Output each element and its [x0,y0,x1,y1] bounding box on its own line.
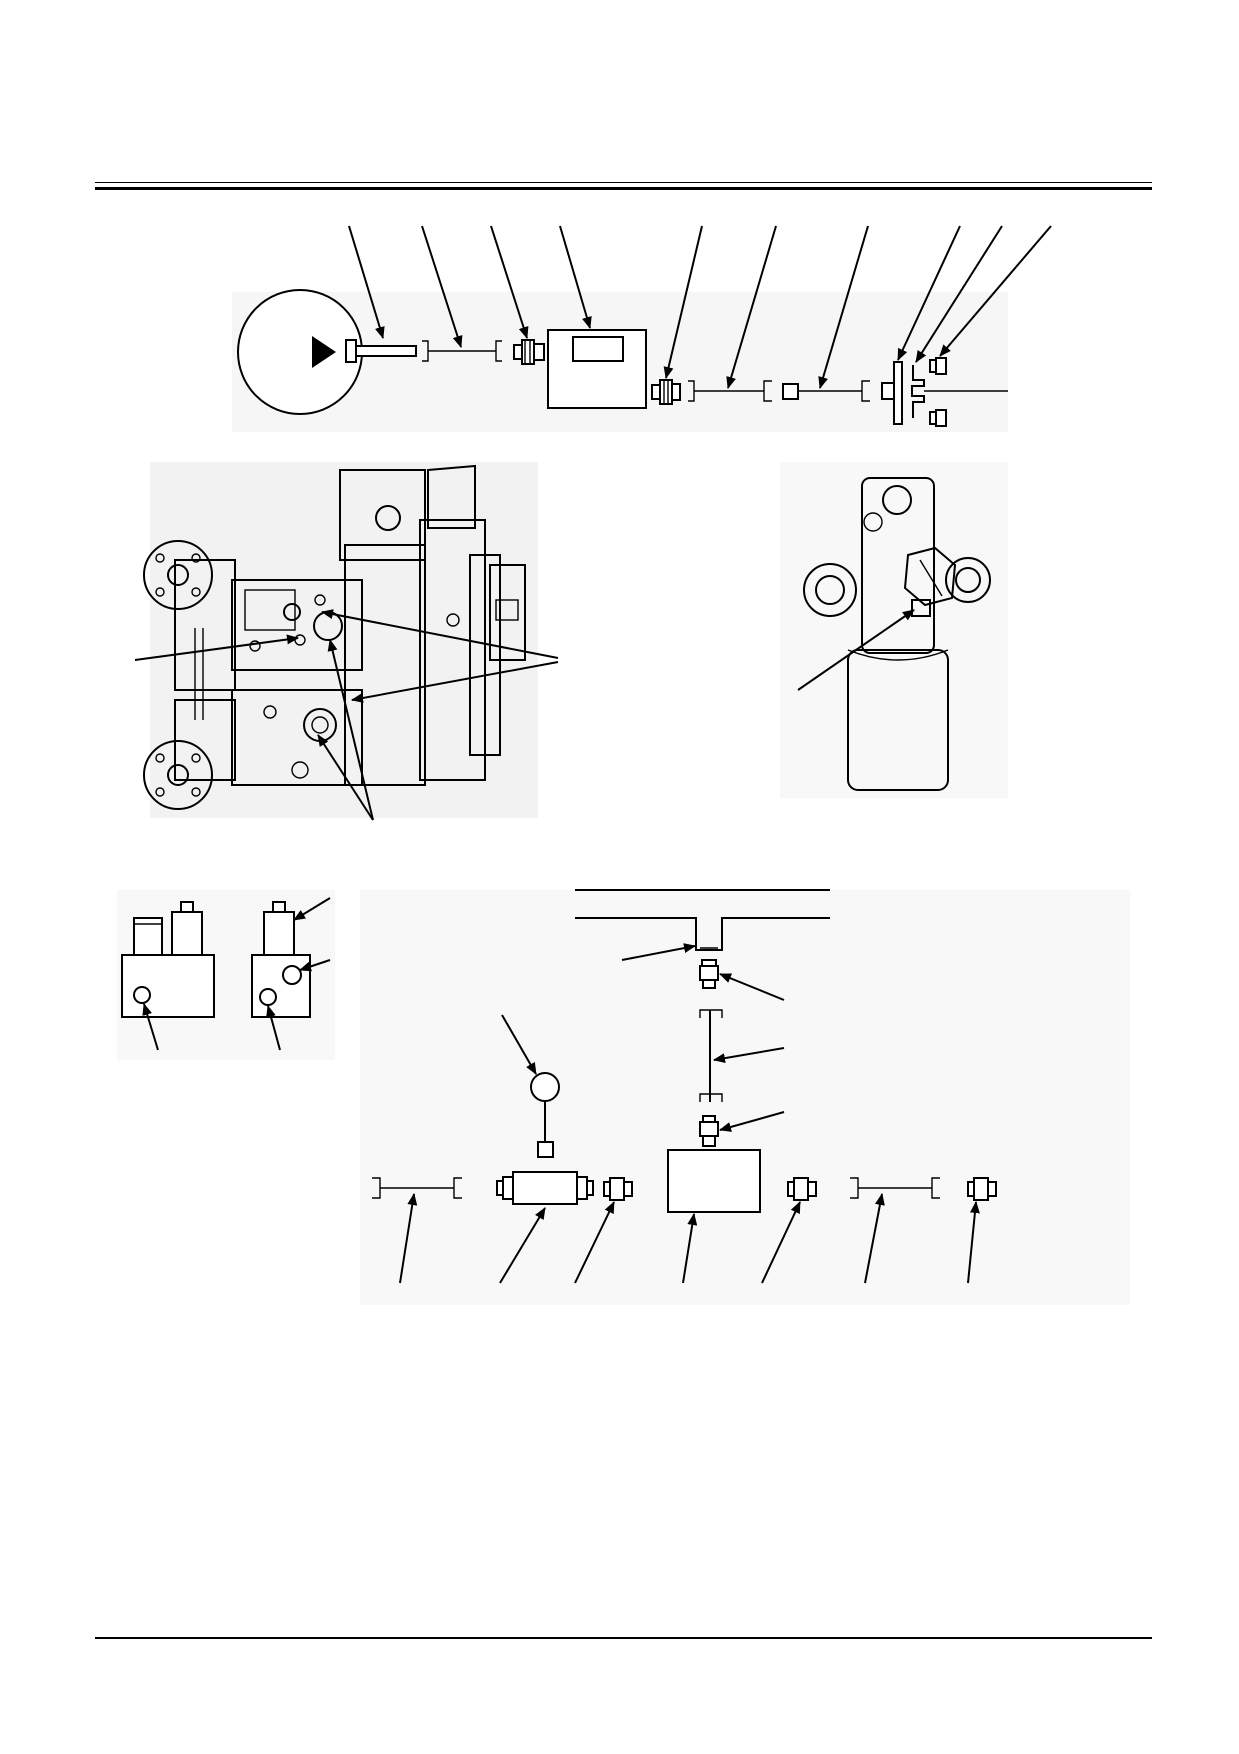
charge-pump-cap-bottom [143,740,213,810]
filter-illustration [797,477,991,791]
valve-block-left [121,901,215,1018]
footer-rule [95,1637,1152,1639]
drive-shaft [345,339,417,363]
flange-assembly [881,357,1008,427]
filter-port-right [945,557,991,603]
fitting-2 [651,379,681,405]
pump-box [667,1149,761,1213]
gauge-assembly [530,1072,560,1158]
inline-filter [496,1171,594,1205]
vertical-hose [699,1009,723,1102]
fitting-1 [513,339,545,365]
reservoir-box [547,329,647,409]
fitting-right [787,1177,817,1201]
filter-leader-line [797,609,915,691]
vertical-fitting-top [699,959,719,989]
header-rule-thin [95,182,1152,183]
valve-blocks [121,897,331,1051]
valve-block-right [251,901,311,1018]
hose-3 [798,380,870,402]
header-rule-thick [95,187,1152,190]
hose-left [372,1177,462,1199]
bottom-leader-lines [399,943,980,1284]
flange-bolt-top [929,357,947,375]
pump-flow-triangle-icon [312,336,336,368]
top-schematic [237,225,1052,427]
pump-leader-lines [134,609,559,821]
filter-hex-cap [903,546,957,607]
flange-bolt-bottom [929,409,947,427]
filter-port-left [803,563,857,617]
hose-right [850,1177,940,1199]
fitting-end [967,1177,997,1201]
bottom-schematic [372,889,997,1284]
fitting-left [603,1177,633,1201]
bottom-schematic-panel [360,890,1130,1305]
inline-fitting-block [782,383,799,400]
filter-photo-panel [780,462,1008,798]
valve-leader-lines [142,897,331,1051]
pump-symbol-circle [237,289,363,415]
hose-2 [688,380,772,402]
vertical-fitting-bottom [699,1115,719,1147]
manifold-tube [575,889,830,951]
charge-pump-cap-top [143,540,213,610]
filter-bypass-indicator [911,599,931,617]
top-leader-lines [348,225,1052,389]
hydrostatic-pump-illustration [134,464,559,821]
hose-1 [422,340,502,362]
